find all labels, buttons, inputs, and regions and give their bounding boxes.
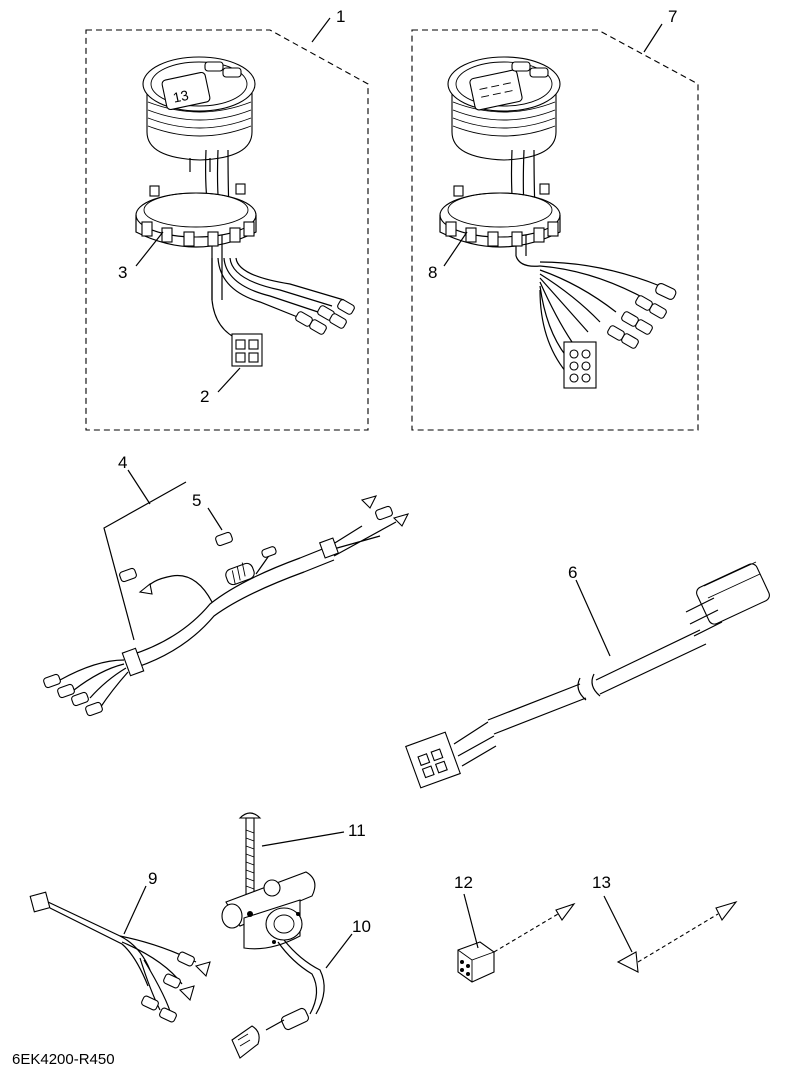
svg-text:13: 13: [171, 87, 190, 106]
callout-7: 7: [668, 7, 677, 26]
callout-5: 5: [192, 491, 201, 510]
assembly-1-dashed-outline: [85, 29, 369, 431]
terminal-cluster-icon: [607, 283, 677, 349]
callout-4: 4: [118, 453, 127, 472]
assembly-7-dashed-outline: [411, 29, 699, 431]
callout-10: 10: [352, 917, 371, 936]
wire-harness-group: [43, 469, 410, 717]
extension-cable-icon: [405, 561, 770, 789]
callout-3: 3: [118, 263, 127, 282]
callout-12: 12: [454, 873, 473, 892]
coupler-group: [457, 893, 576, 983]
gauge-assembly-1-group: 13: [85, 17, 369, 431]
sensor-screw-group: [221, 812, 353, 1059]
digital-gauge-assembly-icon: 13: [142, 56, 256, 172]
sub-harness-icon: [29, 891, 211, 1023]
coupler-icon: [457, 902, 576, 983]
digital-gauge-assembly-icon: [447, 56, 561, 161]
extension-cable-group: [405, 561, 770, 789]
callout-2: 2: [200, 387, 209, 406]
cap-icon: [215, 531, 233, 547]
terminal-cluster-icon: [295, 299, 355, 335]
gauge-assembly-7-group: [411, 23, 699, 431]
lead-wire-icon: [616, 900, 738, 973]
wire-harness-icon: [43, 495, 410, 717]
sub-harness-group: [29, 885, 211, 1023]
callout-11: 11: [348, 821, 366, 840]
sensor-icon: [221, 871, 325, 1059]
lead-wire-group: [603, 895, 738, 973]
callout-4-bracket: [103, 481, 187, 641]
callout-6: 6: [568, 563, 577, 582]
callout-8: 8: [428, 263, 437, 282]
connector-icon: [231, 333, 263, 367]
connector-icon: [563, 341, 597, 389]
retaining-ring-icon: [135, 183, 257, 248]
callout-13: 13: [592, 873, 611, 892]
retaining-ring-icon: [439, 183, 561, 248]
callout-1: 1: [336, 7, 345, 26]
drawing-code: 6EK4200-R450: [12, 1051, 115, 1068]
callout-9: 9: [148, 869, 157, 888]
